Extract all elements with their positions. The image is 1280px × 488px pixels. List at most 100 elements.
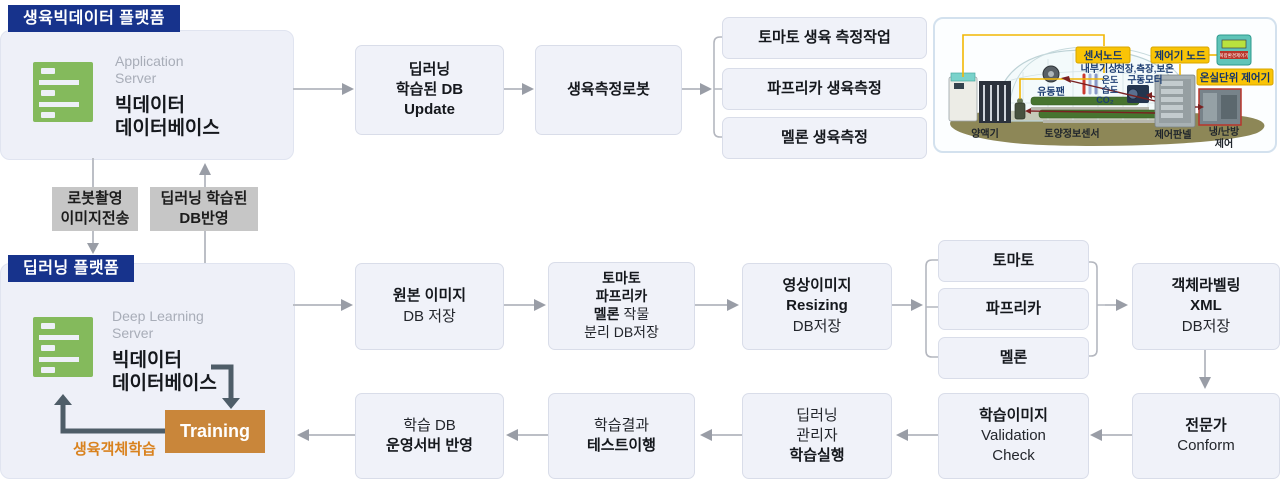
server-type-line: Application bbox=[115, 53, 184, 69]
unit-controller-device: 복합환경제어기 bbox=[1216, 34, 1252, 66]
server-type-line: Server bbox=[115, 70, 157, 87]
node-line: 학습이미지 bbox=[978, 406, 1048, 424]
node-line: 딥러닝 bbox=[408, 60, 451, 78]
node-task-tomato: 토마토 생육 측정작업 bbox=[722, 17, 927, 59]
node-line: 학습 DB bbox=[403, 416, 456, 434]
motor-label-2: 구동모터 bbox=[1128, 74, 1163, 86]
node-line-part: 멜론 bbox=[593, 306, 620, 322]
node-object-labeling: 객체라벨링 XML DB저장 bbox=[1132, 263, 1280, 350]
navy-labels: 내부기상 천장,측장,보온 구동모터 온도 습도 CO₂ 유동팬 bbox=[1037, 62, 1174, 105]
node-crop-paprika: 파프리카 bbox=[938, 288, 1089, 330]
node-validation-check: 학습이미지 Validation Check bbox=[938, 393, 1089, 479]
training-note-label: 생육객체학습 bbox=[73, 441, 156, 458]
node-image-resizing: 영상이미지 Resizing DB저장 bbox=[742, 263, 892, 350]
hvac-label-1: 냉/난방 bbox=[1209, 125, 1240, 138]
node-line: 분리 DB저장 bbox=[584, 323, 659, 340]
node-line: 학습결과 bbox=[593, 416, 650, 434]
node-line: Check bbox=[992, 447, 1035, 465]
node-line: 멜론 작물 bbox=[594, 306, 649, 324]
node-line: 원본 이미지 bbox=[392, 287, 467, 305]
node-test-result: 학습결과 테스트이행 bbox=[548, 393, 695, 479]
db-name-line: 데이터베이스 bbox=[115, 118, 220, 140]
node-line: Update bbox=[404, 101, 455, 119]
db-name-line: 빅데이터 bbox=[112, 350, 182, 372]
node-line: 영상이미지 bbox=[782, 277, 852, 295]
yellow-wires bbox=[962, 34, 1217, 99]
node-growth-robot: 생육측정로봇 bbox=[535, 45, 682, 135]
node-line: 전문가 bbox=[1185, 416, 1227, 434]
node-line: XML bbox=[1190, 297, 1222, 315]
server-type-label: Deep Learning Server bbox=[112, 308, 217, 342]
control-panel-label: 제어판넬 bbox=[1155, 128, 1192, 141]
ground-labels: 양액기 토양정보센서 제어판넬 냉/난방 제어 bbox=[971, 125, 1240, 150]
label-line: 로봇촬영 bbox=[67, 189, 123, 207]
node-line: 학습실행 bbox=[789, 447, 845, 465]
maroon-arrows bbox=[1025, 76, 1204, 114]
node-line: DB저장 bbox=[792, 317, 842, 335]
node-original-image: 원본 이미지 DB 저장 bbox=[355, 263, 504, 350]
db-name-line: 빅데이터 bbox=[115, 95, 185, 117]
node-line: DB 저장 bbox=[403, 307, 456, 325]
node-line: 객체라벨링 bbox=[1171, 277, 1241, 295]
node-line: Validation bbox=[981, 426, 1046, 444]
fan-label: 유동팬 bbox=[1037, 85, 1065, 98]
nutrient-label: 양액기 bbox=[971, 127, 999, 140]
node-line: 학습된 DB bbox=[395, 80, 464, 98]
node-line: 파프리카 bbox=[595, 288, 648, 305]
node-line: 딥러닝 bbox=[796, 406, 838, 424]
greenhouse-illustration: 복합환경제어기 센서노드 제어기 노드 온실단위 제어기 내부기상 천장,측장,… bbox=[933, 17, 1277, 153]
node-line: Resizing bbox=[786, 297, 848, 315]
node-line: 토마토 bbox=[602, 270, 641, 287]
transfer-label-db-apply: 딥러닝 학습된 DB반영 bbox=[150, 187, 258, 231]
indoor-weather-label: 내부기상 bbox=[1081, 62, 1119, 75]
node-task-melon: 멜론 생육측정 bbox=[722, 117, 927, 159]
label-line: 이미지전송 bbox=[60, 210, 130, 227]
node-line: 멜론 bbox=[999, 348, 1028, 366]
node-line-part: 작물 bbox=[623, 306, 650, 322]
server-type-line: Deep Learning bbox=[112, 308, 204, 324]
hvac-label-2: 제어 bbox=[1215, 137, 1233, 150]
soil-sensor-label: 토양정보센서 bbox=[1044, 127, 1099, 140]
application-server-icon bbox=[33, 62, 93, 122]
controller-node-label: 제어기 노드 bbox=[1154, 49, 1206, 62]
drive-motor bbox=[1127, 85, 1149, 103]
training-box: Training bbox=[165, 410, 265, 453]
node-task-paprika: 파프리카 생육측정 bbox=[722, 68, 927, 110]
motor-label-1: 천장,측장,보온 bbox=[1116, 63, 1174, 75]
deep-learning-server-icon bbox=[33, 317, 93, 377]
soil-sensor bbox=[1014, 98, 1026, 120]
node-expert-conform: 전문가 Conform bbox=[1132, 393, 1280, 479]
node-line: 관리자 bbox=[796, 426, 838, 444]
label-line: 딥러닝 학습된 bbox=[160, 189, 248, 207]
sensor-node-label: 센서노드 bbox=[1084, 49, 1123, 62]
control-cabinet bbox=[1154, 74, 1196, 128]
node-crop-melon: 멜론 bbox=[938, 337, 1089, 379]
server-type-label: Application Server bbox=[115, 53, 220, 87]
node-line: Conform bbox=[1177, 437, 1235, 454]
node-deploy-db: 학습 DB 운영서버 반영 bbox=[355, 393, 504, 479]
db-name-line: 데이터베이스 bbox=[112, 373, 217, 395]
node-line: 운영서버 반영 bbox=[386, 437, 473, 454]
node-line: DB저장 bbox=[1181, 317, 1231, 335]
node-line: 토마토 bbox=[992, 251, 1035, 269]
node-training-run: 딥러닝 관리자 학습실행 bbox=[742, 393, 892, 479]
deep-learning-server-text: Deep Learning Server 빅데이터 데이터베이스 bbox=[112, 308, 217, 396]
unit-controller-label: 온실단위 제어기 bbox=[1200, 71, 1271, 84]
bigdata-platform-tab: 생육빅데이터 플랫폼 bbox=[8, 5, 180, 32]
yellow-chips: 센서노드 제어기 노드 온실단위 제어기 bbox=[1075, 46, 1274, 86]
co2-label: CO₂ bbox=[1096, 95, 1114, 105]
application-server-text: Application Server 빅데이터 데이터베이스 bbox=[115, 53, 220, 141]
humidity-label: 습도 bbox=[1102, 84, 1119, 95]
node-line: 생육측정로봇 bbox=[567, 80, 650, 98]
transfer-label-robot-image: 로봇촬영 이미지전송 bbox=[52, 187, 138, 231]
node-line: 토마토 생육 측정작업 bbox=[758, 28, 891, 46]
node-crop-split-db: 토마토 파프리카 멜론 작물 분리 DB저장 bbox=[548, 262, 695, 350]
server-type-line: Server bbox=[112, 325, 154, 342]
dl-platform-tab: 딥러닝 플랫폼 bbox=[8, 255, 135, 282]
label-line: DB반영 bbox=[179, 210, 229, 227]
circulation-fan bbox=[1042, 65, 1060, 83]
hvac-photo bbox=[1198, 88, 1242, 126]
node-line: 멜론 생육측정 bbox=[781, 128, 868, 146]
server-db-label: 빅데이터 데이터베이스 bbox=[112, 349, 217, 395]
